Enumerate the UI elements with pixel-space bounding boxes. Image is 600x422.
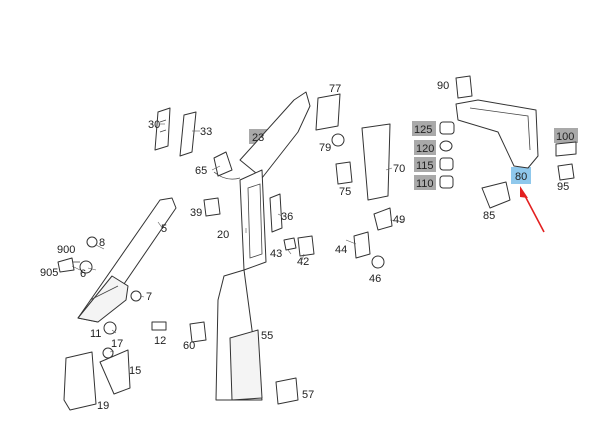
- part-30-bracket: [154, 107, 171, 151]
- label-60: 60: [183, 340, 195, 352]
- part-85-cap: [481, 181, 511, 209]
- label-65: 65: [195, 165, 207, 177]
- part-115-gasket: [439, 157, 454, 171]
- label-49: 49: [393, 214, 405, 226]
- label-7: 7: [146, 291, 152, 303]
- label-85: 85: [483, 210, 495, 222]
- part-125-gasket: [439, 121, 455, 135]
- label-6: 6: [80, 268, 86, 280]
- label-70: 70: [393, 163, 405, 175]
- part-46-screw: [371, 255, 385, 269]
- tag-110[interactable]: [414, 175, 436, 190]
- part-49-trim: [373, 207, 393, 231]
- label-43: 43: [270, 248, 282, 260]
- label-12: 12: [154, 335, 166, 347]
- label-900: 900: [57, 244, 75, 256]
- part-6-nut: [79, 260, 93, 274]
- part-77-bracket: [315, 93, 341, 131]
- indicator-arrow-line: [523, 193, 545, 233]
- part-110-gasket: [439, 175, 454, 189]
- tag-120[interactable]: [414, 140, 436, 155]
- label-42: 42: [297, 256, 309, 268]
- label-90: 90: [437, 80, 449, 92]
- part-33-bracket: [179, 111, 197, 157]
- label-8: 8: [99, 237, 105, 249]
- part-42-clip: [297, 235, 315, 257]
- label-115: 115: [416, 160, 434, 172]
- label-905: 905: [40, 267, 58, 279]
- part-15-trim: [99, 349, 131, 395]
- label-120: 120: [416, 143, 434, 155]
- label-11: 11: [90, 328, 101, 340]
- part-36-belt-guide: [269, 193, 283, 233]
- part-43-bolt: [283, 237, 297, 251]
- label-33: 33: [200, 126, 212, 138]
- label-36: 36: [281, 211, 293, 223]
- part-17-clip: [102, 347, 114, 359]
- part-95-clip: [557, 163, 575, 181]
- label-17: 17: [111, 338, 123, 350]
- label-110: 110: [416, 178, 434, 190]
- part-75-clip: [335, 161, 353, 185]
- indicator-arrow-head: [520, 186, 528, 198]
- part-100-clip: [555, 141, 577, 157]
- part-7-clip: [130, 290, 142, 302]
- label-100: 100: [556, 131, 574, 143]
- label-80: 80: [515, 171, 527, 183]
- part-60-clip: [189, 321, 207, 343]
- label-46: 46: [369, 273, 381, 285]
- part-90-clip: [455, 75, 473, 99]
- label-39: 39: [190, 207, 202, 219]
- label-77: 77: [329, 83, 341, 95]
- part-80-c-pillar-trim: [455, 99, 539, 169]
- part-70-trim: [361, 123, 391, 201]
- part-57-clip: [275, 377, 299, 405]
- tag-100[interactable]: [554, 128, 578, 143]
- part-8-clip: [86, 236, 98, 248]
- label-125: 125: [414, 124, 432, 136]
- label-55: 55: [261, 330, 273, 342]
- label-44: 44: [335, 244, 347, 256]
- label-5: 5: [161, 223, 167, 235]
- part-19-cover: [63, 351, 97, 411]
- label-23: 23: [252, 132, 264, 144]
- label-57: 57: [302, 389, 314, 401]
- label-19: 19: [97, 400, 109, 412]
- label-15: 15: [129, 365, 141, 377]
- part-39-clip: [203, 197, 221, 217]
- part-12-screw: [151, 321, 167, 331]
- part-11-screw: [103, 321, 117, 335]
- part-120-ring: [439, 140, 453, 152]
- label-95: 95: [557, 181, 569, 193]
- tag-115[interactable]: [414, 157, 436, 172]
- part-65-bracket: [213, 151, 233, 177]
- part-44-bracket: [353, 231, 371, 259]
- part-79-screw: [331, 133, 345, 147]
- label-30: 30: [148, 119, 160, 131]
- tag-80[interactable]: [511, 167, 531, 184]
- label-75: 75: [339, 186, 351, 198]
- part-20-b-pillar: [239, 169, 267, 271]
- tag-125[interactable]: [412, 121, 436, 136]
- label-79: 79: [319, 142, 331, 154]
- label-20: 20: [217, 229, 229, 241]
